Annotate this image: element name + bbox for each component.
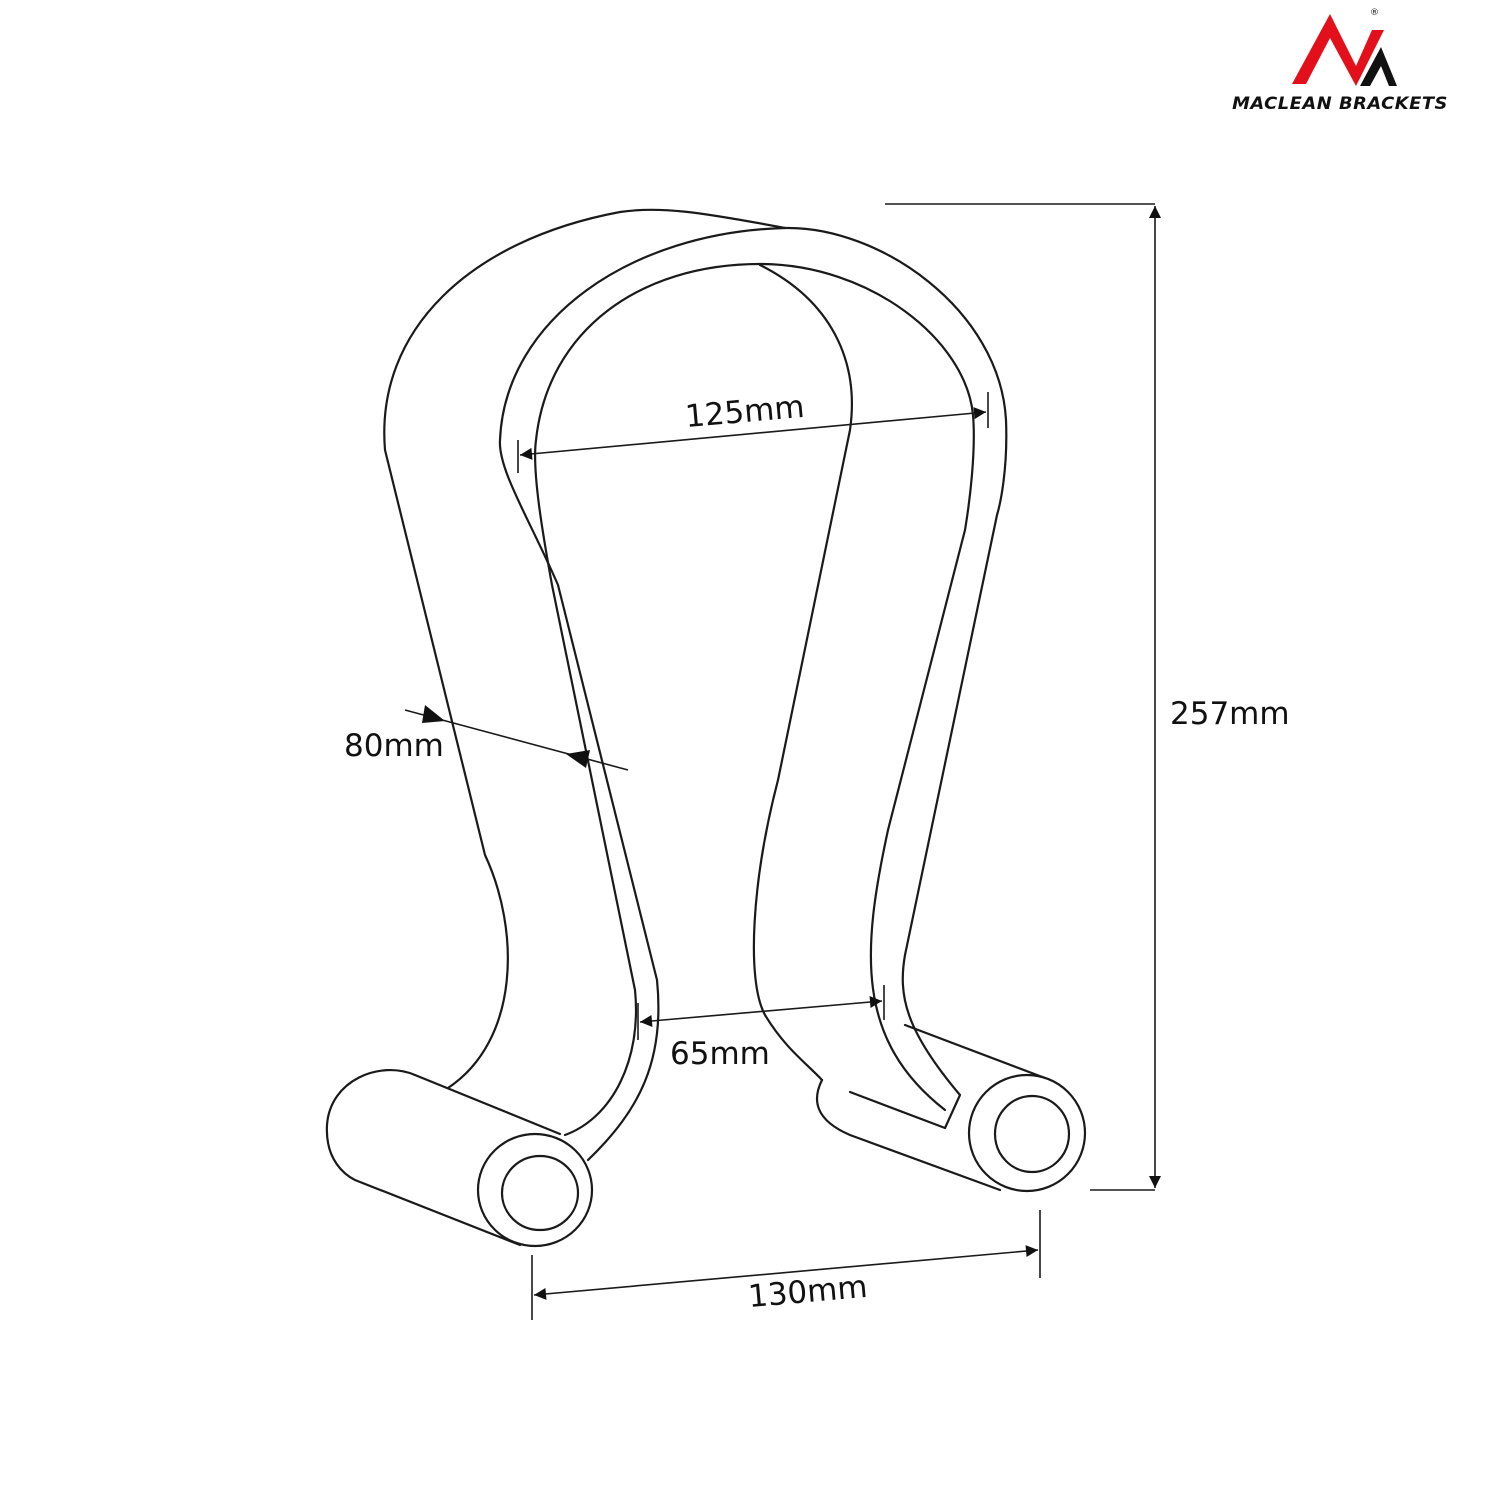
right-foot-end-inner [993, 1094, 1071, 1174]
back-left-profile [383, 208, 787, 1090]
dim-130-line [533, 1245, 1039, 1300]
dim-65-line [639, 996, 883, 1027]
stand-outline [325, 208, 1087, 1248]
registered-mark: ® [1370, 8, 1379, 18]
right-foot-body [815, 1078, 1002, 1192]
dim-65-label: 65mm [670, 1036, 770, 1072]
brand-logo [1292, 14, 1397, 86]
left-foot-end-inner [500, 1154, 580, 1232]
front-loop-outer [498, 226, 1008, 1162]
dimension-lines [404, 203, 1161, 1320]
right-foot-end-outer [967, 1073, 1087, 1193]
dim-125-line [519, 407, 987, 460]
dim-257-label: 257mm [1170, 696, 1290, 732]
brand-name: MACLEAN BRACKETS [1232, 94, 1448, 114]
middle-back-profile [752, 263, 853, 1082]
right-top-edge [903, 1023, 1047, 1080]
dim-80-label: 80mm [344, 728, 444, 764]
left-foot-body [325, 1069, 522, 1247]
